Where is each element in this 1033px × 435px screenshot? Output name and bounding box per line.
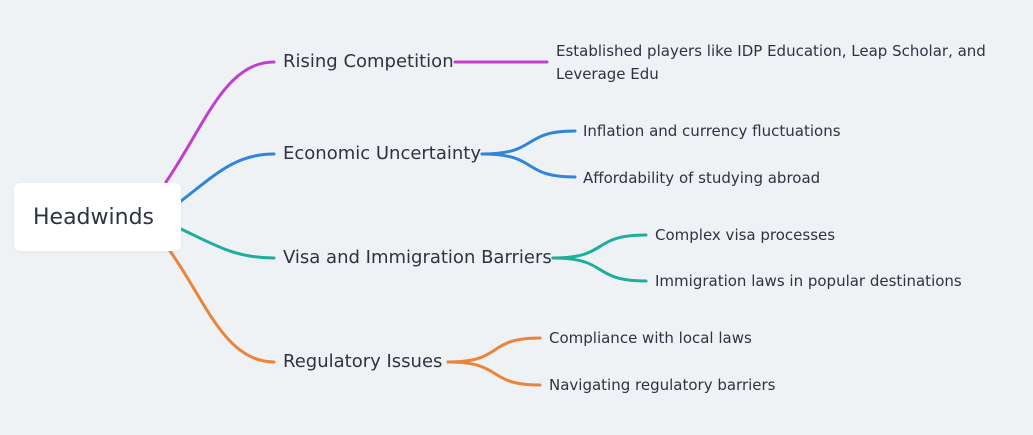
leaf-rising-competition-line-2: Leverage Edu	[556, 65, 659, 83]
leaf-compliance[interactable]: Compliance with local laws	[549, 329, 752, 347]
leaf-complex-visa[interactable]: Complex visa processes	[655, 226, 836, 244]
connector-visa-immigration-leaf-1	[551, 233, 648, 260]
connector-root-rising-competition	[164, 60, 276, 184]
branch-regulatory-issues[interactable]: Regulatory Issues	[283, 351, 443, 372]
branch-rising-competition[interactable]: Rising Competition	[283, 51, 454, 72]
connector-economic-uncertainty-leaf-1	[480, 129, 577, 156]
connector-visa-immigration-leaf-2	[551, 256, 648, 283]
connector-root-visa-immigration	[179, 227, 276, 260]
root-node[interactable]: Headwinds	[14, 183, 181, 251]
leaf-rising-competition-line-1[interactable]: Established players like IDP Education, …	[556, 42, 986, 60]
connector-economic-uncertainty-leaf-2	[480, 152, 577, 179]
branch-economic-uncertainty[interactable]: Economic Uncertainty	[283, 143, 482, 164]
connector-root-regulatory-issues	[168, 249, 276, 364]
leaf-immigration-laws[interactable]: Immigration laws in popular destinations	[655, 272, 962, 290]
leaf-inflation-currency[interactable]: Inflation and currency fluctuations	[583, 122, 841, 140]
root-label: Headwinds	[33, 204, 154, 230]
leaf-affordability[interactable]: Affordability of studying abroad	[583, 169, 821, 187]
connector-regulatory-issues-leaf-1	[446, 336, 542, 364]
connector-root-economic-uncertainty	[179, 152, 276, 203]
leaf-navigating-regulatory[interactable]: Navigating regulatory barriers	[549, 376, 776, 394]
branch-visa-immigration[interactable]: Visa and Immigration Barriers	[283, 247, 552, 268]
connector-regulatory-issues-leaf-2	[446, 360, 542, 387]
